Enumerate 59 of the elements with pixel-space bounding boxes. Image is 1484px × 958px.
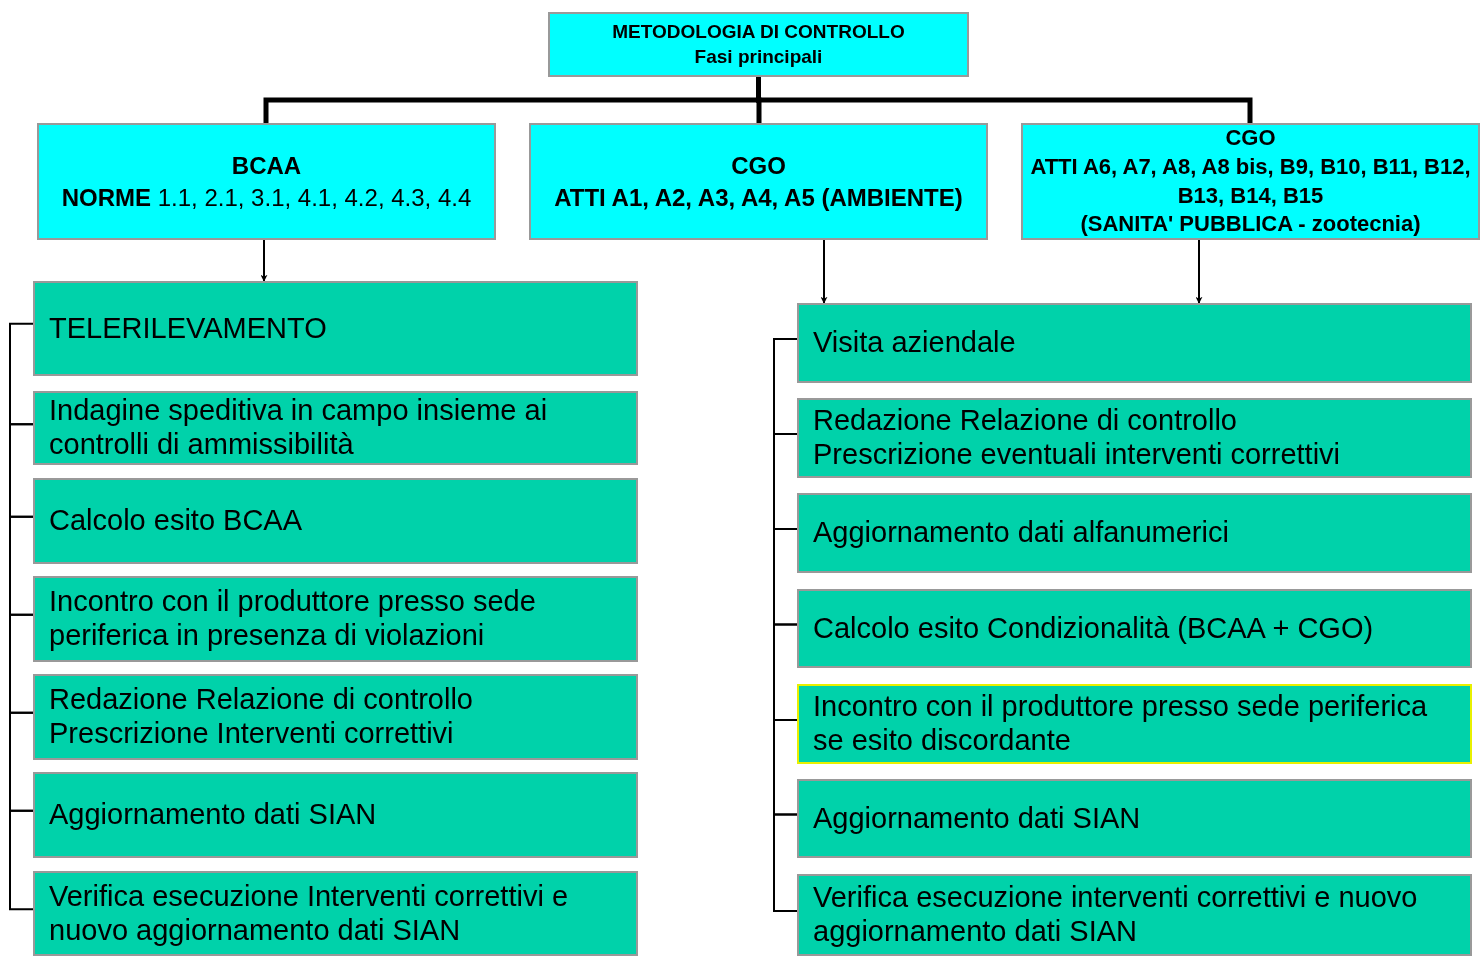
bracket-connector <box>773 813 798 912</box>
node-text: ATTI A1, A2, A3, A4, A5 (AMBIENTE) <box>554 182 963 213</box>
bracket-connector <box>773 433 798 530</box>
node-text: Calcolo esito BCAA <box>49 504 304 538</box>
arrow <box>1195 239 1203 304</box>
node-text: Aggiornamento dati SIAN <box>49 798 378 832</box>
header-box <box>1021 123 1480 240</box>
header-box <box>37 123 496 240</box>
node-text: Aggiornamento dati alfanumerici <box>813 516 1230 550</box>
process-box <box>33 391 638 465</box>
node-text: Indagine speditiva in campo insieme ai controlli di ammissibilità <box>49 394 549 462</box>
process-box <box>33 772 638 858</box>
process-box <box>797 779 1472 858</box>
bracket-connector <box>9 711 34 812</box>
node-text: Aggiornamento dati SIAN <box>813 801 1142 836</box>
node-text: Prescrizione eventuali interventi correttivi <box>813 438 1342 472</box>
process-box <box>33 871 638 956</box>
node-text: Prescrizione Interventi correttivi <box>49 717 455 751</box>
node-text: METODOLOGIA DI CONTROLLO <box>612 19 905 44</box>
node-text: ATTI A6, A7, A8, A8 bis, B9, B10, B11, B12, B13, B14, B15 <box>1029 152 1472 210</box>
bracket-connector <box>9 613 34 714</box>
process-box <box>33 478 638 564</box>
bracket-connector <box>9 423 34 518</box>
node-text: Redazione Relazione di controllo <box>49 683 474 717</box>
header-box <box>548 12 969 77</box>
node-text: Verifica esecuzione interventi correttivi e nuovo aggiornamento dati SIAN <box>813 881 1419 949</box>
tree-connector <box>756 77 1253 123</box>
node-text: (SANITA' PUBBLICA - zootecnia) <box>1080 210 1421 239</box>
node-text: CGO <box>1225 124 1276 153</box>
node-text: Incontro con il produttore presso sede periferica in presenza di violazioni <box>49 585 537 653</box>
process-box <box>797 684 1472 764</box>
header-box <box>529 123 988 240</box>
process-box <box>797 874 1472 956</box>
node-text: Redazione Relazione di controllo <box>813 404 1238 438</box>
process-box <box>797 493 1472 573</box>
node-text: CGO <box>731 151 786 182</box>
arrow <box>820 239 828 304</box>
bracket-connector <box>773 528 798 626</box>
process-box <box>797 398 1472 478</box>
node-text: NORME 1.1, 2.1, 3.1, 4.1, 4.2, 4.3, 4.4 <box>61 182 472 213</box>
node-text: BCAA <box>231 151 302 182</box>
bracket-connector <box>9 322 34 426</box>
node-text: Incontro con il produttore presso sede periferica se esito discordante <box>813 690 1429 758</box>
bracket-connector <box>9 809 34 911</box>
node-text: Verifica esecuzione Interventi correttivi e nuovo aggiornamento dati SIAN <box>49 879 570 948</box>
bracket-connector <box>773 623 798 721</box>
node-text: TELERILEVAMENTO <box>49 311 328 346</box>
process-box <box>33 674 638 760</box>
process-box <box>797 589 1472 668</box>
process-box <box>33 281 638 376</box>
bracket-connector <box>773 719 798 816</box>
bracket-connector <box>9 515 34 616</box>
arrow <box>260 239 268 282</box>
process-box <box>797 303 1472 383</box>
node-text: Calcolo esito Condizionalità (BCAA + CGO) <box>813 611 1375 646</box>
node-text: Visita aziendale <box>813 326 1017 360</box>
bracket-connector <box>773 338 798 435</box>
node-text: Fasi principali <box>694 44 823 69</box>
process-box <box>33 576 638 662</box>
